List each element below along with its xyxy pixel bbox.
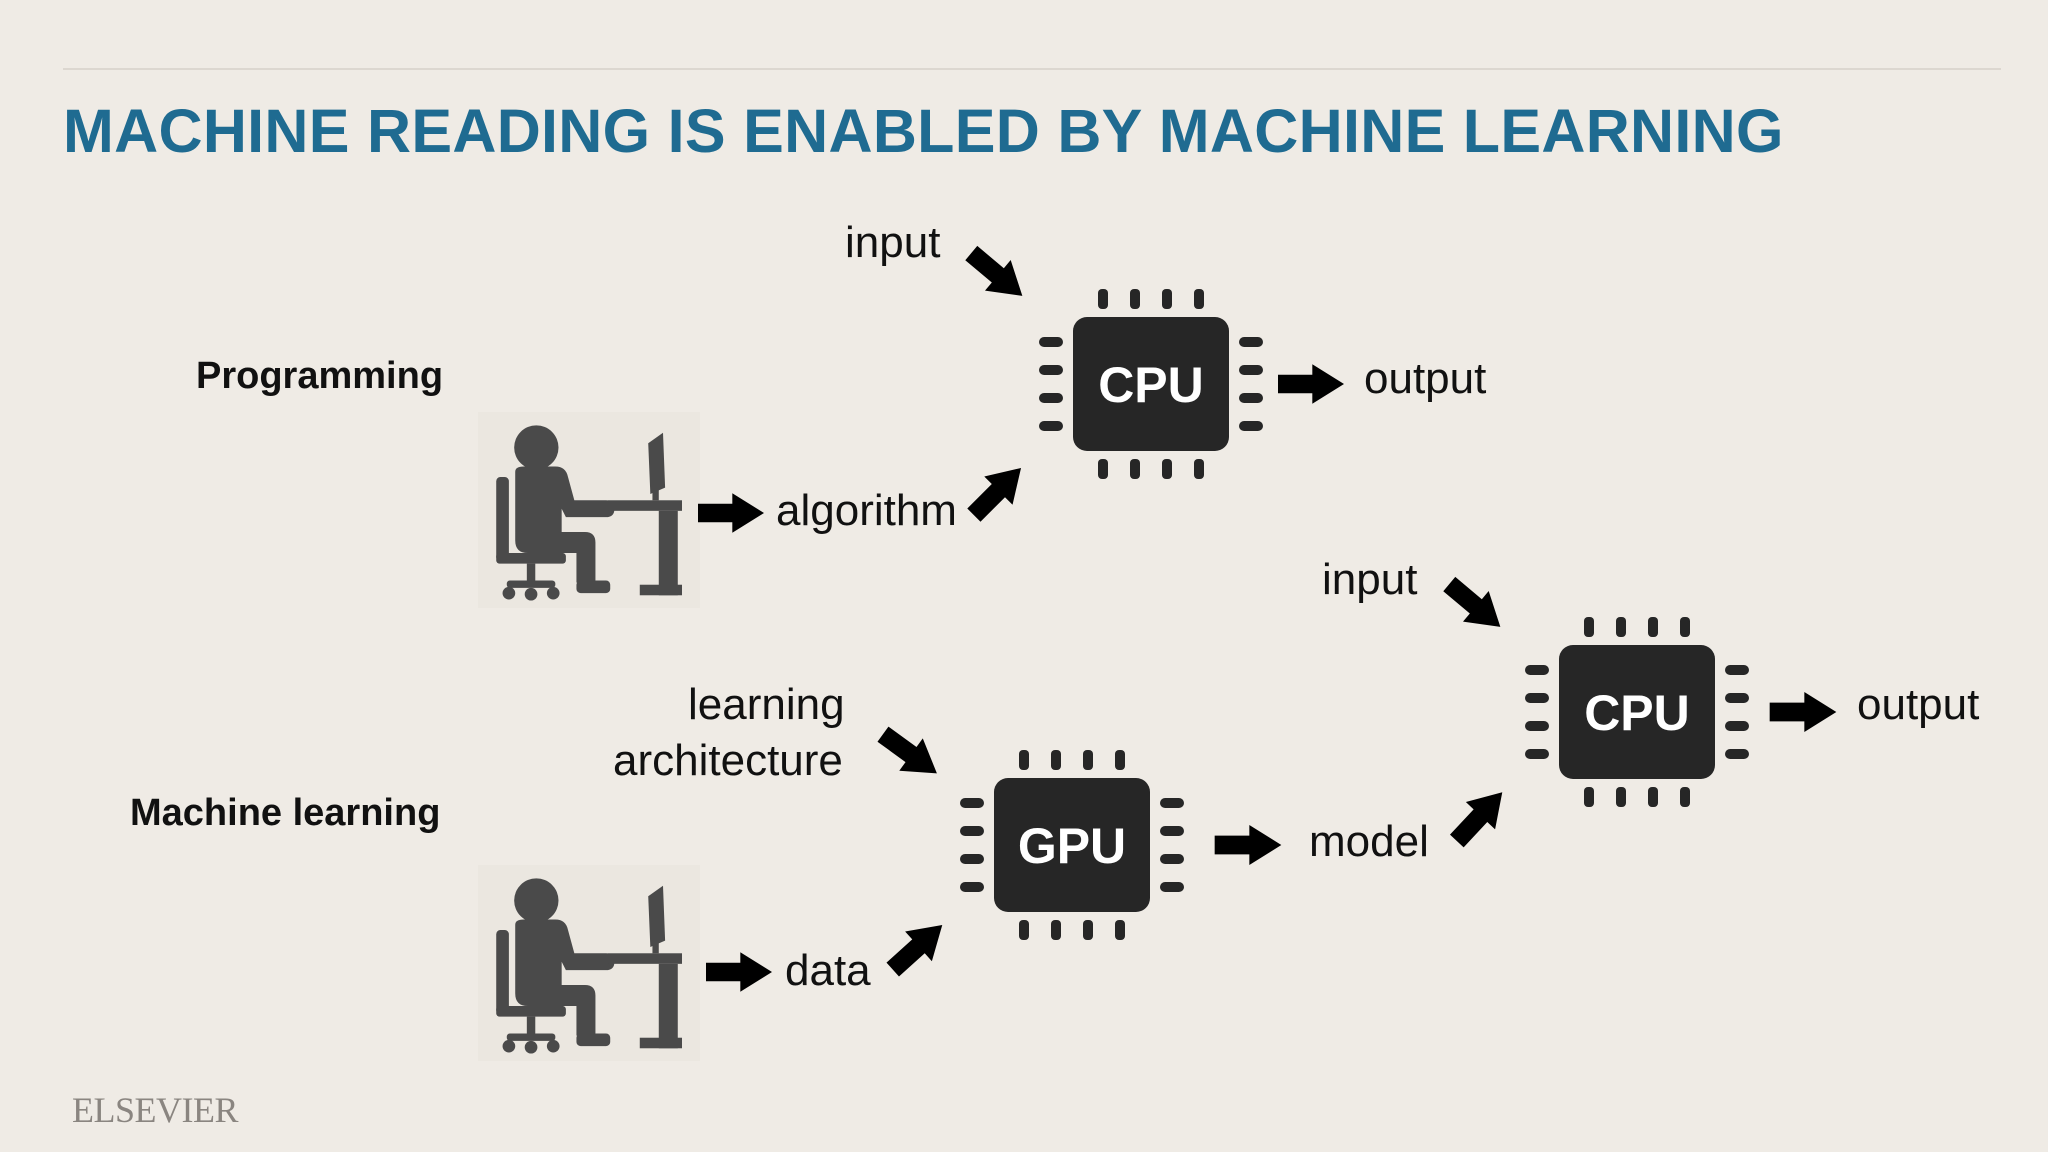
ml-gpu-chip-pin <box>1051 920 1061 940</box>
ml-gpu-chip-pin <box>1019 920 1029 940</box>
architecture-to-gpu-arrow <box>871 717 949 790</box>
programmer-to-algorithm-arrow <box>698 493 764 533</box>
programming-cpu-chip-pin <box>1239 365 1263 375</box>
ml-gpu-chip-pin <box>1160 826 1184 836</box>
ml-cpu-chip-pin <box>1525 693 1549 703</box>
ml-model-label: model <box>1309 817 1429 866</box>
ml-cpu-chip-pin <box>1525 749 1549 759</box>
ml-cpu-chip-pin <box>1725 693 1749 703</box>
ml-cpu-chip-body <box>1559 645 1715 779</box>
ml-cpu-chip-label: CPU <box>1584 685 1690 741</box>
machine-learning-label: Machine learning <box>130 792 441 834</box>
ml-cpu-chip-pin <box>1648 617 1658 637</box>
programming-cpu-chip-pin <box>1194 289 1204 309</box>
programming-cpu-chip: CPU <box>1039 289 1263 479</box>
programming-cpu-chip-pin <box>1039 337 1063 347</box>
ml-cpu-chip-pin <box>1725 749 1749 759</box>
programming-output-label: output <box>1364 354 1487 403</box>
ml-data-label: data <box>785 946 871 995</box>
input-to-ml-cpu-arrow <box>1436 568 1514 643</box>
programming-cpu-chip-pin <box>1039 365 1063 375</box>
ml-cpu-chip-pin <box>1525 721 1549 731</box>
ml-gpu-chip-pin <box>1160 854 1184 864</box>
programming-cpu-chip-pin <box>1098 459 1108 479</box>
programming-algorithm-label: algorithm <box>776 486 957 535</box>
programming-cpu-chip-pin <box>1239 393 1263 403</box>
ml-gpu-chip-pin <box>1115 920 1125 940</box>
ml-cpu-chip-pin <box>1616 787 1626 807</box>
ml-gpu-chip-pin <box>960 798 984 808</box>
ml-cpu-chip-pin <box>1680 787 1690 807</box>
ml-gpu-chip-pin <box>960 882 984 892</box>
programming-cpu-chip-pin <box>1039 393 1063 403</box>
ml-gpu-chip-pin <box>1019 750 1029 770</box>
slide-title: MACHINE READING IS ENABLED BY MACHINE LE… <box>63 97 1784 165</box>
ml-gpu-chip-pin <box>1083 920 1093 940</box>
programming-cpu-chip-pin <box>1098 289 1108 309</box>
ml-cpu-chip: CPU <box>1525 617 1749 807</box>
programming-cpu-chip-body <box>1073 317 1229 451</box>
programming-cpu-chip-pin <box>1130 289 1140 309</box>
programming-cpu-chip-pin <box>1130 459 1140 479</box>
cpu-to-output-arrow <box>1278 364 1344 404</box>
ml-gpu-chip-pin <box>1083 750 1093 770</box>
ml-gpu-chip-pin <box>1051 750 1061 770</box>
learning-architecture-line2: architecture <box>613 736 843 785</box>
ml-gpu-chip-label: GPU <box>1018 818 1126 874</box>
learning-architecture-line1: learning <box>688 680 845 729</box>
ml-gpu-chip: GPU <box>960 750 1184 940</box>
ml-cpu-input-label: input <box>1322 555 1418 604</box>
engineer-to-data-arrow <box>706 952 772 992</box>
ml-gpu-chip-pin <box>1160 882 1184 892</box>
ml-cpu-chip-pin <box>1725 665 1749 675</box>
model-to-cpu-arrow <box>1442 778 1517 855</box>
ml-gpu-chip-body <box>994 778 1150 912</box>
programming-cpu-chip-pin <box>1162 289 1172 309</box>
ml-gpu-chip-pin <box>960 854 984 864</box>
programming-cpu-chip-label: CPU <box>1098 357 1204 413</box>
algorithm-to-cpu-arrow <box>959 453 1036 530</box>
programming-cpu-chip-pin <box>1239 337 1263 347</box>
data-to-gpu-arrow <box>879 910 956 985</box>
ml-cpu-chip-pin <box>1648 787 1658 807</box>
ml-gpu-chip-pin <box>960 826 984 836</box>
ml-cpu-to-output-arrow <box>1769 692 1837 732</box>
ml-cpu-chip-pin <box>1584 787 1594 807</box>
ml-cpu-chip-pin <box>1725 721 1749 731</box>
ml-cpu-chip-pin <box>1616 617 1626 637</box>
ml-cpu-chip-pin <box>1680 617 1690 637</box>
gpu-to-model-arrow <box>1214 825 1282 865</box>
programming-cpu-chip-pin <box>1039 421 1063 431</box>
input-to-cpu-arrow <box>958 237 1036 312</box>
programming-label: Programming <box>196 355 444 397</box>
top-divider <box>63 68 2001 70</box>
programming-input-label: input <box>845 218 941 267</box>
programming-cpu-chip-pin <box>1194 459 1204 479</box>
ml-gpu-chip-pin <box>1160 798 1184 808</box>
ml-cpu-output-label: output <box>1857 680 1980 729</box>
programming-cpu-chip-pin <box>1239 421 1263 431</box>
ml-cpu-chip-pin <box>1584 617 1594 637</box>
ml-gpu-chip-pin <box>1115 750 1125 770</box>
ml-cpu-chip-pin <box>1525 665 1549 675</box>
programming-cpu-chip-pin <box>1162 459 1172 479</box>
elsevier-logo: ELSEVIER <box>72 1090 238 1130</box>
